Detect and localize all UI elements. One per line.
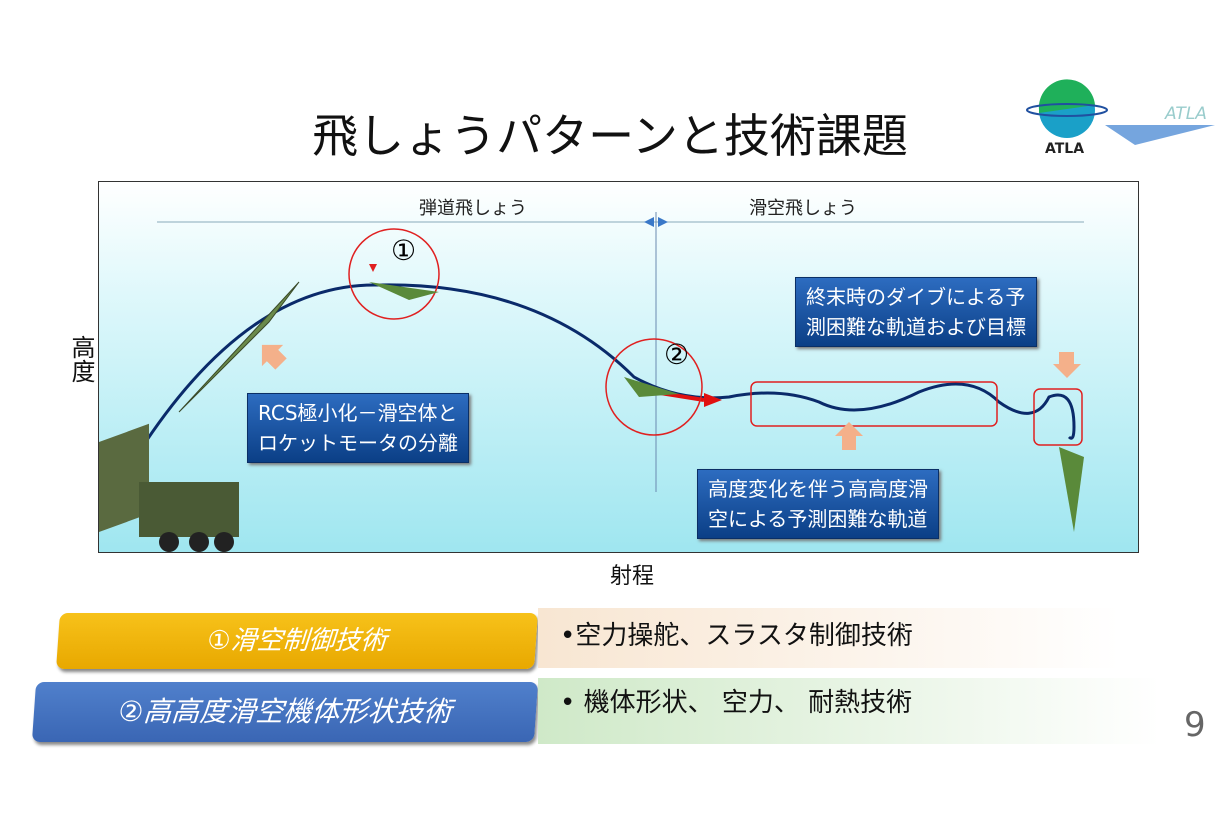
phase-glide-label: 滑空飛しょう	[749, 198, 857, 219]
marker-2: ②	[664, 338, 690, 371]
separation-callout: RCS極小化－滑空体とロケットモータの分離	[247, 393, 469, 463]
marker-1: ①	[391, 234, 417, 267]
atla-logo: ATLA ATLA	[1025, 75, 1220, 175]
phase-ballistic-label: 弾道飛しょう	[419, 198, 527, 219]
tech-airframe-shape: ②高高度滑空機体形状技術	[31, 682, 539, 742]
missile-launcher-truck	[99, 423, 239, 552]
terminal-dive-callout: 終末時のダイブによる予測困難な軌道および目標	[795, 277, 1037, 347]
tech-airframe-shape-detail: • 機体形状、 空力、 耐熱技術	[538, 678, 1160, 744]
flight-pattern-diagram: 弾道飛しょう 滑空飛しょう ① ② RCS極小化－滑空体とロケットモータの分離 …	[98, 181, 1139, 553]
slide-title: 飛しょうパターンと技術課題	[312, 109, 908, 163]
page-number: 9	[1184, 705, 1206, 745]
glide-callout: 高度変化を伴う高高度滑空による予測困難な軌道	[697, 469, 939, 539]
tech-glide-control-detail: •空力操舵、スラスタ制御技術	[538, 608, 1120, 668]
logo-text: ATLA	[1045, 141, 1084, 157]
x-axis-label: 射程	[610, 564, 655, 589]
logo-brand: ATLA	[1164, 104, 1207, 124]
tech-glide-control: ①滑空制御技術	[56, 613, 538, 669]
y-axis-label: 高度	[67, 335, 95, 383]
